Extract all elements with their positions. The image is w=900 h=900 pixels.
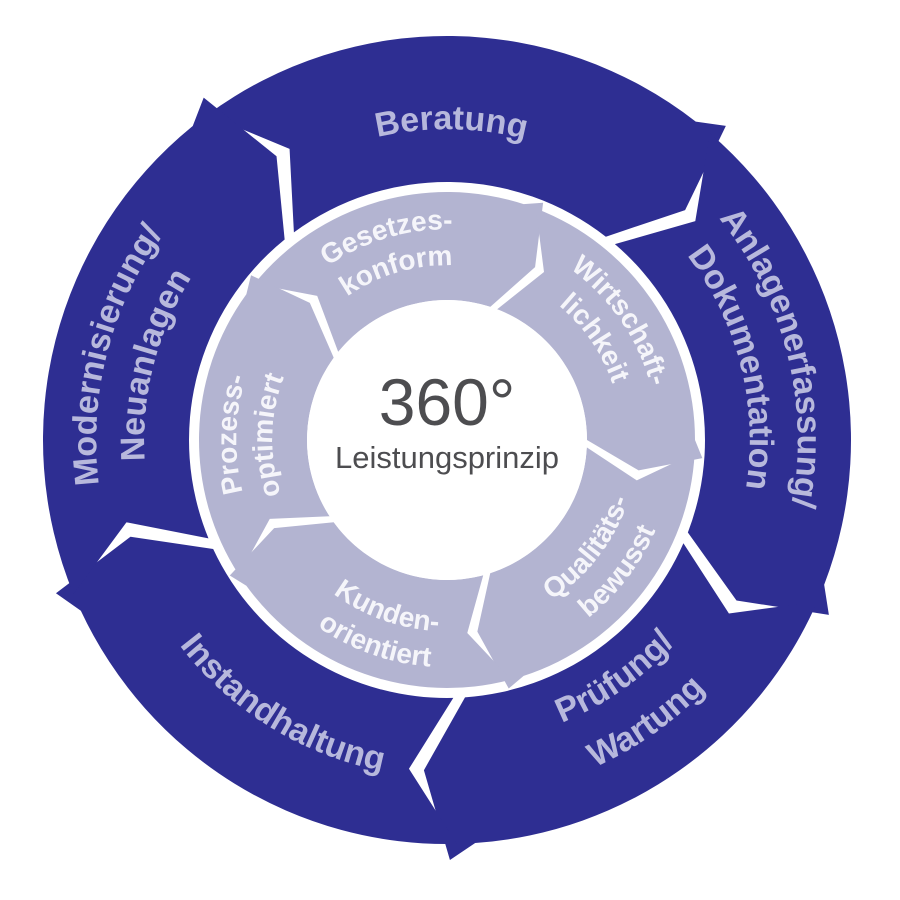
center-circle: 360° Leistungsprinzip	[307, 300, 587, 580]
outer-segment-beratung	[207, 35, 726, 237]
inner-segment-qualitaetsbewusst	[477, 447, 695, 689]
outer-segment-anlagenerfassung-dokumentation	[614, 133, 852, 615]
inner-segment-prozessoptimiert	[198, 275, 334, 576]
outer-segment-instandhaltung	[55, 536, 457, 845]
inner-segment-wirtschaftlichkeit	[497, 208, 703, 471]
outer-segment-pruefung-wartung	[423, 543, 818, 860]
ring-segments: BeratungAnlagenerfassung/DokumentationPr…	[42, 35, 852, 860]
center-disc	[307, 300, 587, 580]
center-value: 360°	[379, 365, 516, 439]
inner-segment-kundenorientiert	[229, 522, 512, 689]
center-label: Leistungsprinzip	[335, 440, 559, 475]
outer-segment-modernisierung-neuanlagen	[42, 97, 285, 594]
inner-segment-gesetzeskonform	[254, 192, 544, 352]
